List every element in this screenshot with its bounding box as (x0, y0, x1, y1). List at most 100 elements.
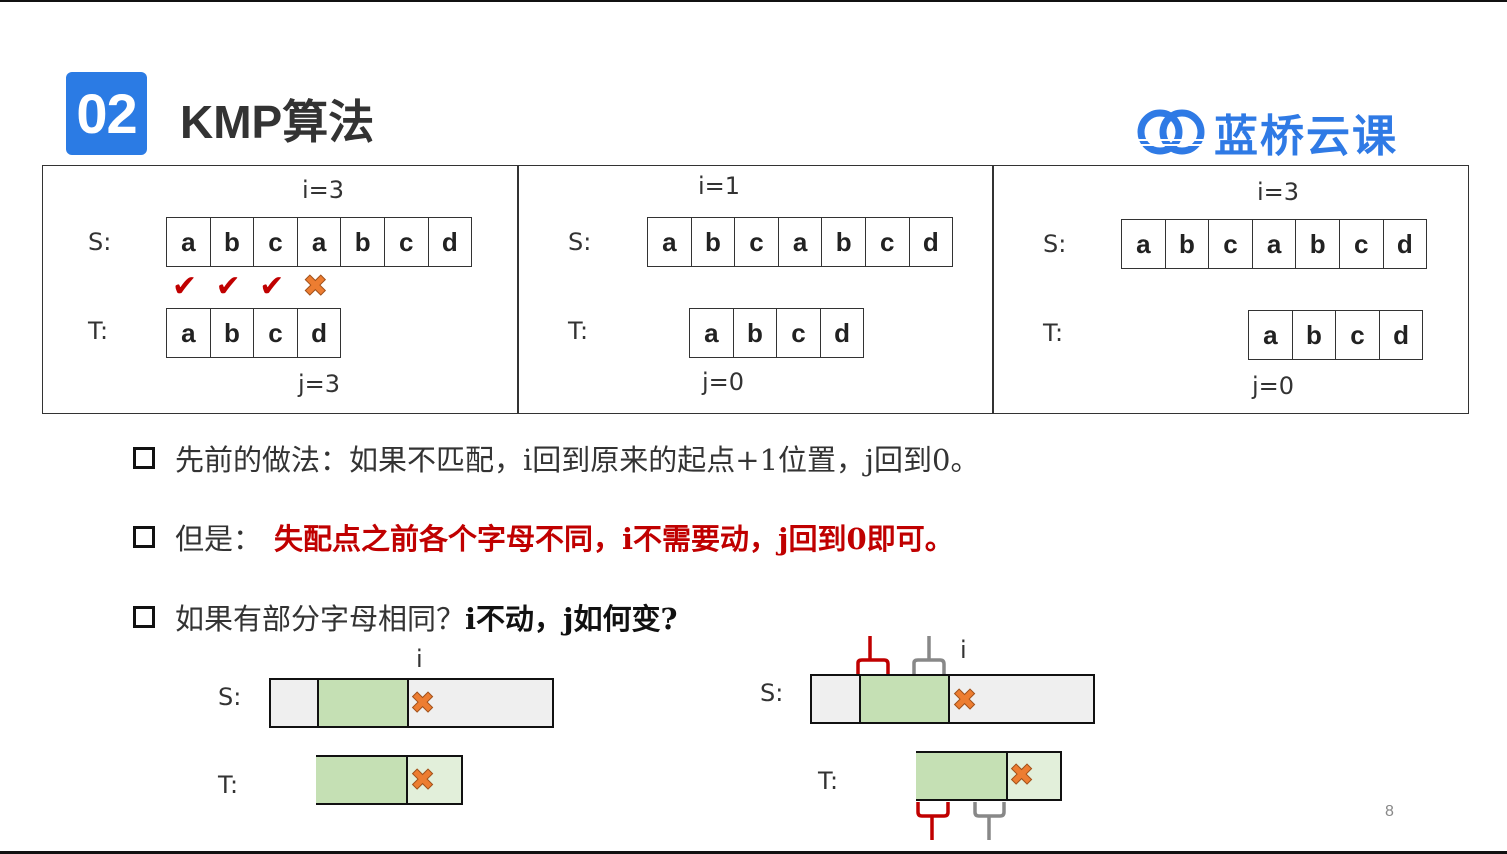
diagram-s-bar (269, 678, 554, 728)
check-icon: ✔ (215, 270, 241, 303)
char-cell: c (254, 218, 298, 266)
matched-segment (316, 757, 408, 803)
suffix-brace-t-icon (973, 802, 1006, 840)
square-bullet-icon (133, 447, 155, 469)
square-bullet-icon (133, 526, 155, 548)
section-badge: 02 (66, 72, 147, 155)
suffix-brace-s-icon (912, 636, 946, 674)
char-cell: c (1209, 220, 1253, 268)
bullet-highlight: 失配点之前各个字母不同，i不需要动，j回到0即可。 (274, 522, 954, 556)
char-cell: d (1380, 311, 1424, 359)
brand-logo: 蓝桥云课 (1136, 100, 1398, 164)
kmp-example-panels (42, 165, 1469, 414)
square-bullet-icon (133, 606, 155, 628)
bullet-question: 如果有部分字母相同？ i不动，j如何变? (133, 596, 678, 638)
diagram-i-label: i (960, 636, 967, 664)
char-cell: b (1296, 220, 1340, 268)
diagram-i-label: i (416, 645, 423, 673)
char-cell: b (692, 218, 736, 266)
char-cell: a (167, 309, 211, 357)
j-index-label: j=3 (298, 370, 341, 398)
char-cell: b (1166, 220, 1210, 268)
matched-segment (859, 676, 950, 722)
char-cell: d (429, 218, 473, 266)
char-cell: a (690, 309, 734, 357)
logo-swirl-icon (1136, 109, 1208, 155)
bullet-text: 如果有部分字母相同？ (175, 602, 466, 636)
bullet-bold: i不动，j如何变? (465, 602, 678, 636)
page-number: 8 (1385, 803, 1394, 820)
s-string-label: S: (568, 228, 592, 256)
logo-text: 蓝桥云课 (1214, 112, 1398, 161)
char-cell: c (254, 309, 298, 357)
char-cell: c (735, 218, 779, 266)
j-index-label: j=0 (702, 368, 745, 396)
matched-segment (916, 753, 1008, 799)
char-cell: c (385, 218, 429, 266)
t-pattern-label: T: (1043, 319, 1064, 347)
panel-divider (992, 166, 994, 413)
char-cell: d (910, 218, 954, 266)
char-cell: a (298, 218, 342, 266)
char-cell: b (822, 218, 866, 266)
char-cell: b (341, 218, 385, 266)
char-cell: a (1253, 220, 1297, 268)
i-index-label: i=3 (302, 176, 345, 204)
top-border (0, 0, 1507, 2)
panel-divider (517, 166, 519, 413)
char-cell: d (821, 309, 865, 357)
cross-icon: ✖ (951, 684, 978, 717)
diagram-s-label: S: (760, 679, 784, 707)
prefix-suffix-braces (856, 636, 1006, 840)
check-icon: ✔ (172, 270, 198, 303)
s-string-label: S: (1043, 230, 1067, 258)
char-cell: c (1340, 220, 1384, 268)
char-cell: c (1336, 311, 1380, 359)
t-pattern-label: T: (568, 317, 589, 345)
bullet-however: 但是： 失配点之前各个字母不同，i不需要动，j回到0即可。 (133, 516, 954, 558)
char-cell: b (211, 309, 255, 357)
char-cell: b (1293, 311, 1337, 359)
char-cell: a (1122, 220, 1166, 268)
s-string-label: S: (88, 228, 112, 256)
char-cell: a (648, 218, 692, 266)
char-cell: b (734, 309, 778, 357)
char-cell: c (866, 218, 910, 266)
slide-title: KMP算法 (180, 96, 375, 148)
cross-icon: ✖ (302, 270, 328, 303)
diagram-t-bar (916, 751, 1062, 801)
diagram-s-bar (810, 674, 1095, 724)
bullet-previous-approach: 先前的做法：如果不匹配，i回到原来的起点+1位置，j回到0。 (133, 437, 979, 479)
char-cell: a (1249, 311, 1293, 359)
prefix-brace-t-icon (916, 802, 950, 840)
bullet-text: 但是： (175, 522, 263, 556)
char-cell: b (211, 218, 255, 266)
diagram-s-label: S: (218, 683, 242, 711)
char-cell: d (298, 309, 342, 357)
char-cell: d (1384, 220, 1428, 268)
t-pattern-label: T: (88, 317, 109, 345)
prefix-brace-s-icon (856, 636, 890, 674)
diagram-t-label: T: (218, 771, 239, 799)
i-index-label: i=1 (698, 172, 741, 200)
diagram-t-label: T: (818, 767, 839, 795)
check-icon: ✔ (259, 270, 285, 303)
i-index-label: i=3 (1257, 178, 1300, 206)
bullet-text: 先前的做法：如果不匹配，i回到原来的起点+1位置，j回到0。 (175, 443, 980, 477)
char-cell: c (777, 309, 821, 357)
cross-icon: ✖ (1008, 759, 1035, 792)
char-cell: a (779, 218, 823, 266)
j-index-label: j=0 (1252, 372, 1295, 400)
diagram-t-bar (316, 755, 463, 805)
cross-icon: ✖ (409, 687, 436, 720)
bottom-border (0, 851, 1507, 854)
char-cell: a (167, 218, 211, 266)
matched-segment (317, 680, 409, 726)
cross-icon: ✖ (409, 764, 436, 797)
